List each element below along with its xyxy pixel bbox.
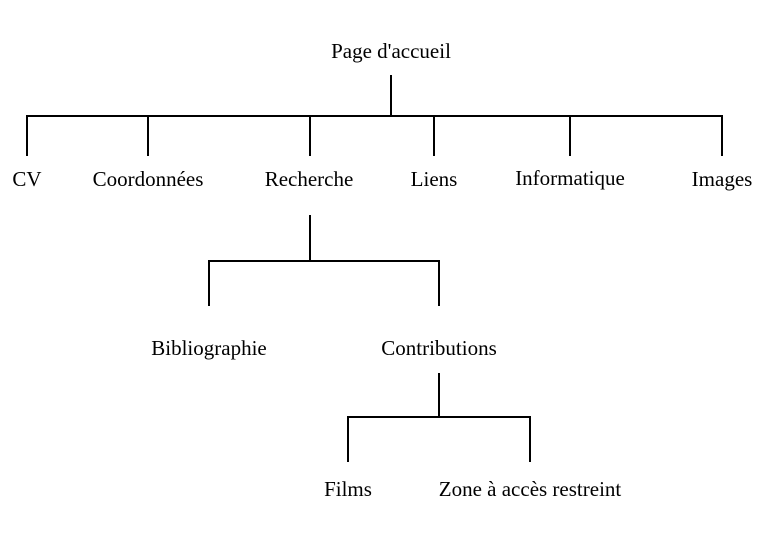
node-recherche: Recherche <box>264 167 354 191</box>
node-cv: CV <box>12 167 42 191</box>
node-informatique: Informatique <box>515 166 625 190</box>
node-page-accueil: Page d'accueil <box>331 39 451 63</box>
node-coordonnees: Coordonnées <box>92 167 204 191</box>
node-liens: Liens <box>410 167 458 191</box>
node-images: Images <box>691 167 753 191</box>
node-films: Films <box>324 477 372 501</box>
node-zone-acces-restreint: Zone à accès restreint <box>438 477 622 501</box>
node-bibliographie: Bibliographie <box>151 336 267 360</box>
node-contributions: Contributions <box>381 336 497 360</box>
